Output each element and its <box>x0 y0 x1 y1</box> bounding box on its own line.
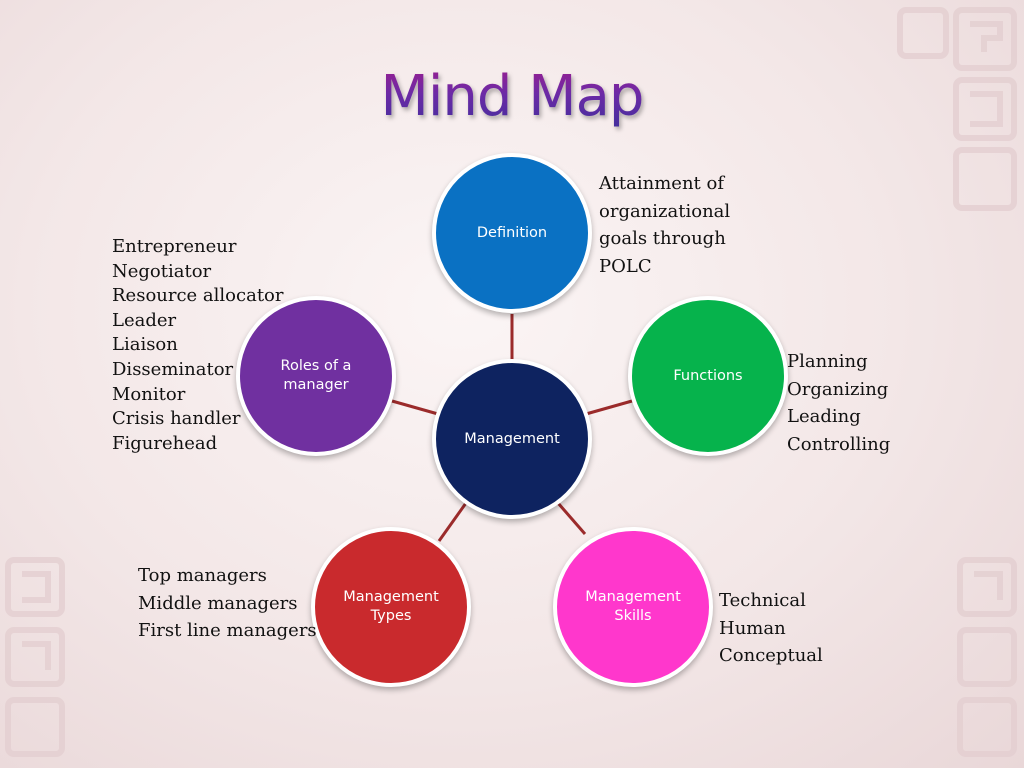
note-line: Technical <box>719 590 806 611</box>
note-line: Human <box>719 617 786 639</box>
note-line: Controlling <box>787 433 891 455</box>
note-functions: Planning Organizing Leading Controlling <box>787 348 890 458</box>
slide-title: Mind Map <box>0 62 1024 132</box>
node-center-label: Management <box>464 430 560 447</box>
node-types-label: Management Types <box>343 589 439 624</box>
note-line: First line managers <box>138 620 317 641</box>
node-functions: Functions <box>628 296 788 456</box>
note-roles: Entrepreneur Negotiator Resource allocat… <box>112 235 284 456</box>
note-line: Crisis handler <box>112 408 241 430</box>
note-line: Middle managers <box>138 592 298 614</box>
connector-group <box>391 314 633 542</box>
node-functions-label: Functions <box>673 367 743 384</box>
note-line: Leader <box>112 309 177 331</box>
note-line: Monitor <box>112 383 186 405</box>
node-types: Management Types <box>311 527 471 687</box>
note-line: Liaison <box>112 334 178 356</box>
connector-roles <box>391 399 439 416</box>
note-line: Planning <box>787 351 868 372</box>
note-line: POLC <box>599 255 652 277</box>
note-line: Attainment of <box>599 173 724 194</box>
note-line: Top managers <box>138 565 267 586</box>
connector-functions <box>585 399 633 416</box>
note-line: Disseminator <box>112 358 234 380</box>
node-roles: Roles of a manager <box>236 296 396 456</box>
note-line: Organizing <box>787 378 889 400</box>
note-line: Leading <box>787 406 861 427</box>
node-skills-label: Management Skills <box>585 589 681 624</box>
node-center: Management <box>432 359 592 519</box>
note-line: Figurehead <box>112 432 218 454</box>
note-line: Resource allocator <box>112 285 284 307</box>
note-line: Entrepreneur <box>112 236 237 257</box>
connector-types <box>437 502 468 542</box>
note-line: Negotiator <box>112 260 212 282</box>
node-roles-label: Roles of a manager <box>280 358 352 393</box>
note-definition: Attainment of organizational goals throu… <box>599 170 730 280</box>
node-skills: Management Skills <box>553 527 713 687</box>
node-definition-label: Definition <box>476 224 548 241</box>
note-line: organizational <box>599 200 731 222</box>
connector-skills <box>556 502 587 535</box>
note-line: goals through <box>599 228 726 249</box>
note-skills: Technical Human Conceptual <box>719 587 823 670</box>
note-types: Top managers Middle managers First line … <box>138 562 317 645</box>
note-line: Conceptual <box>719 645 823 666</box>
node-definition: Definition <box>432 153 592 313</box>
